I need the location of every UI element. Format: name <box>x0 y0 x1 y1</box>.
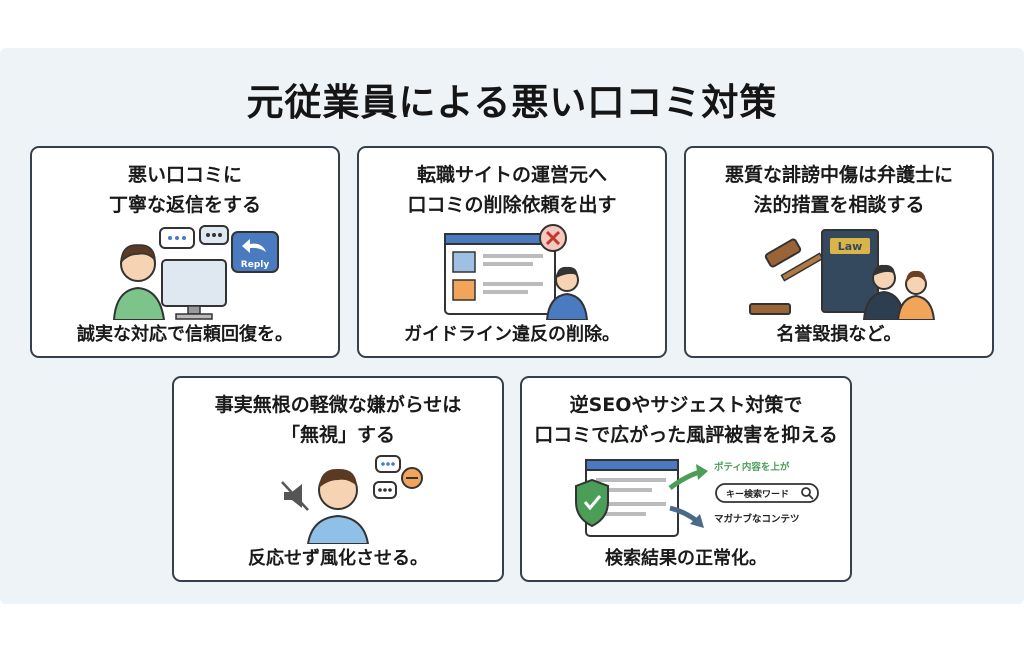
shield-icon <box>575 478 609 528</box>
card-title-line: 法的措置を相談する <box>753 194 925 216</box>
staff-person-icon <box>545 266 589 320</box>
ignore-illustration <box>281 455 423 544</box>
reply-label: Reply <box>241 260 270 270</box>
delete-mark-icon <box>539 224 567 252</box>
lawyer-icon <box>862 264 906 320</box>
card-title: 転職サイトの運営元へ 口コミの削除依頼を出す <box>359 160 665 220</box>
person-icon <box>112 244 166 320</box>
reply-icon: Reply <box>231 231 279 273</box>
card-ignore: 事実無根の軽微な嫌がらせは 「無視」する 反応せず風化させる。 <box>172 376 504 582</box>
card-title-line: 転職サイトの運営元へ <box>416 164 607 186</box>
card-caption: ガイドライン違反の削除。 <box>404 324 620 345</box>
card-title-line: 口コミで広がった風評被害を抑える <box>534 424 838 446</box>
card-title-line: 悪い口コミに <box>127 164 242 186</box>
book-label: Law <box>838 240 863 253</box>
speech-bubble-icon <box>373 455 423 499</box>
speech-bubble-icon <box>159 225 229 249</box>
arrow-down-icon <box>669 505 704 528</box>
card-title-line: 逆SEOやサジェスト対策で <box>569 394 803 416</box>
card-title-line: 悪質な誹謗中傷は弁護士に <box>724 164 953 186</box>
card-reverse-seo: 逆SEOやサジェスト対策で 口コミで広がった風評被害を抑える ポティ内容を上が … <box>520 376 852 582</box>
card-polite-reply: 悪い口コミに 丁寧な返信をする Reply 誠実な対応で信頼回復を。 <box>30 146 340 358</box>
search-label: キー検索ワード <box>726 488 789 500</box>
arrow-up-icon <box>668 464 708 491</box>
search-box: キー検索ワード <box>715 483 819 503</box>
card-caption: 反応せず風化させる。 <box>248 548 428 569</box>
client-icon <box>896 270 936 320</box>
gavel-icon <box>749 238 824 315</box>
card-title-line: 「無視」する <box>280 424 395 446</box>
person-icon <box>306 468 370 544</box>
search-icon <box>801 487 811 497</box>
up-label: ポティ内容を上が <box>714 461 790 473</box>
card-title-line: 口コミの削除依頼を出す <box>407 194 617 216</box>
card-title: 事実無根の軽微な嫌がらせは 「無視」する <box>174 390 502 450</box>
browser-window-icon <box>444 233 556 315</box>
seo-illustration: ポティ内容を上が キー検索ワード マガナブなコンテツ <box>575 459 819 537</box>
card-caption: 検索結果の正常化。 <box>605 548 767 569</box>
card-deletion-request: 転職サイトの運営元へ 口コミの削除依頼を出す ガイドライン違反の削除。 <box>357 146 667 358</box>
down-label: マガナブなコンテツ <box>714 513 800 525</box>
card-title-line: 事実無根の軽微な嫌がらせは <box>214 394 462 416</box>
card-caption: 誠実な対応で信頼回復を。 <box>77 324 293 345</box>
page-title: 元従業員による悪い口コミ対策 <box>246 81 778 124</box>
person-computer-reply-illustration: Reply <box>112 225 279 320</box>
card-title-line: 丁寧な返信をする <box>108 194 261 216</box>
card-title: 逆SEOやサジェスト対策で 口コミで広がった風評被害を抑える <box>522 390 850 450</box>
card-legal-action: 悪質な誹謗中傷は弁護士に 法的措置を相談する Law 名誉毀損など。 <box>684 146 994 358</box>
card-title: 悪質な誹謗中傷は弁護士に 法的措置を相談する <box>686 160 992 220</box>
browser-window-icon <box>585 459 679 537</box>
monitor-icon <box>161 259 227 320</box>
website-delete-illustration <box>444 224 589 320</box>
card-caption: 名誉毀損など。 <box>776 324 902 345</box>
legal-illustration: Law <box>749 229 936 320</box>
mute-icon <box>281 481 309 511</box>
card-title: 悪い口コミに 丁寧な返信をする <box>32 160 338 220</box>
